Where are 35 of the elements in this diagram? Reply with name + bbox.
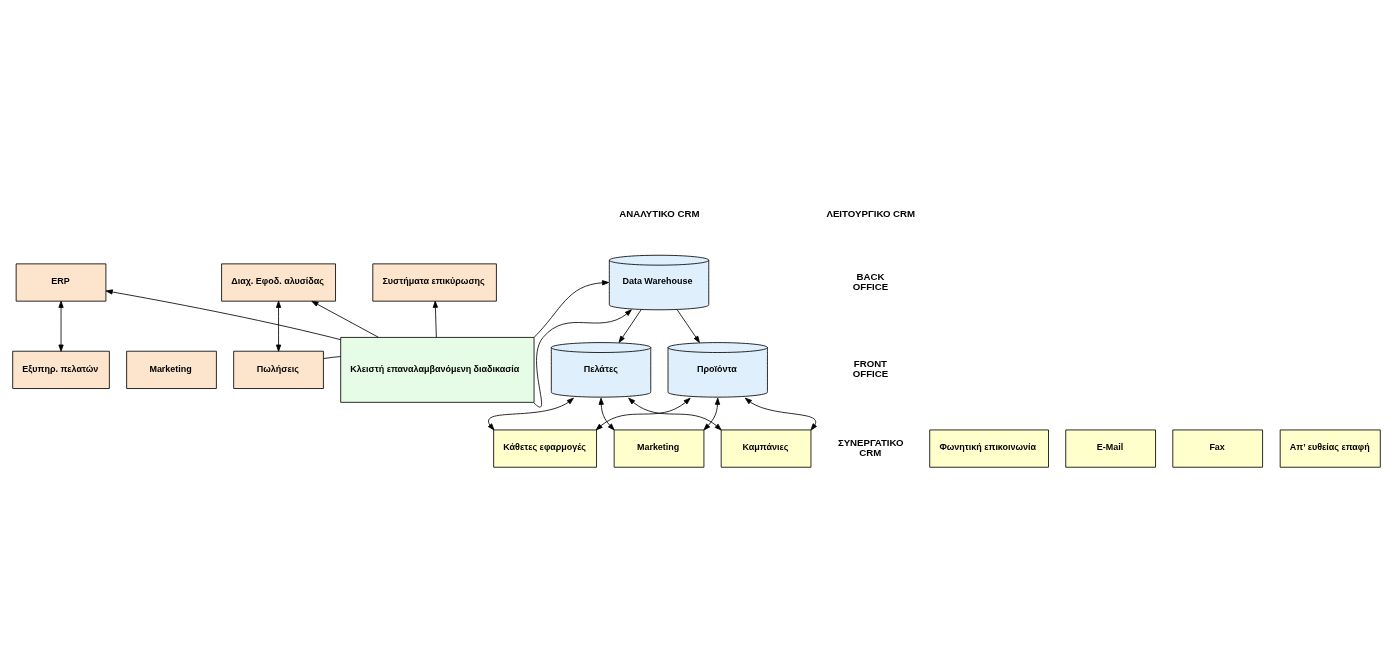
- node-box: Marketing: [126, 350, 217, 389]
- label: BACK OFFICE: [852, 270, 889, 292]
- node-box: Πωλήσεις: [233, 350, 324, 389]
- label: FRONT OFFICE: [852, 358, 889, 379]
- arrow: [311, 300, 379, 338]
- arrow: [744, 397, 817, 431]
- node-box: Καμπάνιες: [720, 429, 812, 468]
- arrow: [275, 300, 282, 352]
- arrow: [105, 289, 341, 341]
- label: ΑΝΑΛΥΤΙΚΟ CRM: [619, 208, 700, 220]
- node-box: Φωνητική επικοινωνία: [929, 429, 1049, 468]
- arrow: [618, 309, 642, 343]
- node-box: Κάθετες εφαρμογές: [493, 429, 597, 468]
- node-box: Fax: [1172, 429, 1263, 468]
- arrow: [676, 309, 700, 343]
- node-box: Εξυπηρ. πελατών: [12, 350, 110, 389]
- node-box: ERP: [15, 263, 107, 302]
- node-box: Διαχ. Εφοδ. αλυσίδας: [221, 263, 336, 302]
- node-box: Marketing: [613, 429, 705, 468]
- label: ΛΕΙΤΟΥΡΓΙΚΟ CRM: [826, 208, 916, 220]
- arrow: [628, 397, 722, 431]
- arrow: [487, 397, 574, 431]
- arrow: [58, 300, 64, 352]
- arrow: [595, 397, 691, 431]
- arrow: [533, 280, 610, 338]
- arrow: [703, 397, 721, 431]
- node-box: E-Mail: [1065, 429, 1156, 468]
- node-box: Κλειστή επαναλαμβανόμενη διαδικασία: [340, 337, 535, 403]
- connector: [323, 356, 342, 359]
- arrow: [533, 309, 632, 408]
- label: ΣΥΝΕΡΓΑΤΙΚΟ CRM: [837, 436, 904, 458]
- node-box: Συστήματα επικύρωσης: [372, 263, 497, 302]
- node-box: Απ’ ευθείας επαφή: [1279, 429, 1381, 468]
- arrow: [598, 397, 615, 431]
- arrow: [432, 300, 438, 338]
